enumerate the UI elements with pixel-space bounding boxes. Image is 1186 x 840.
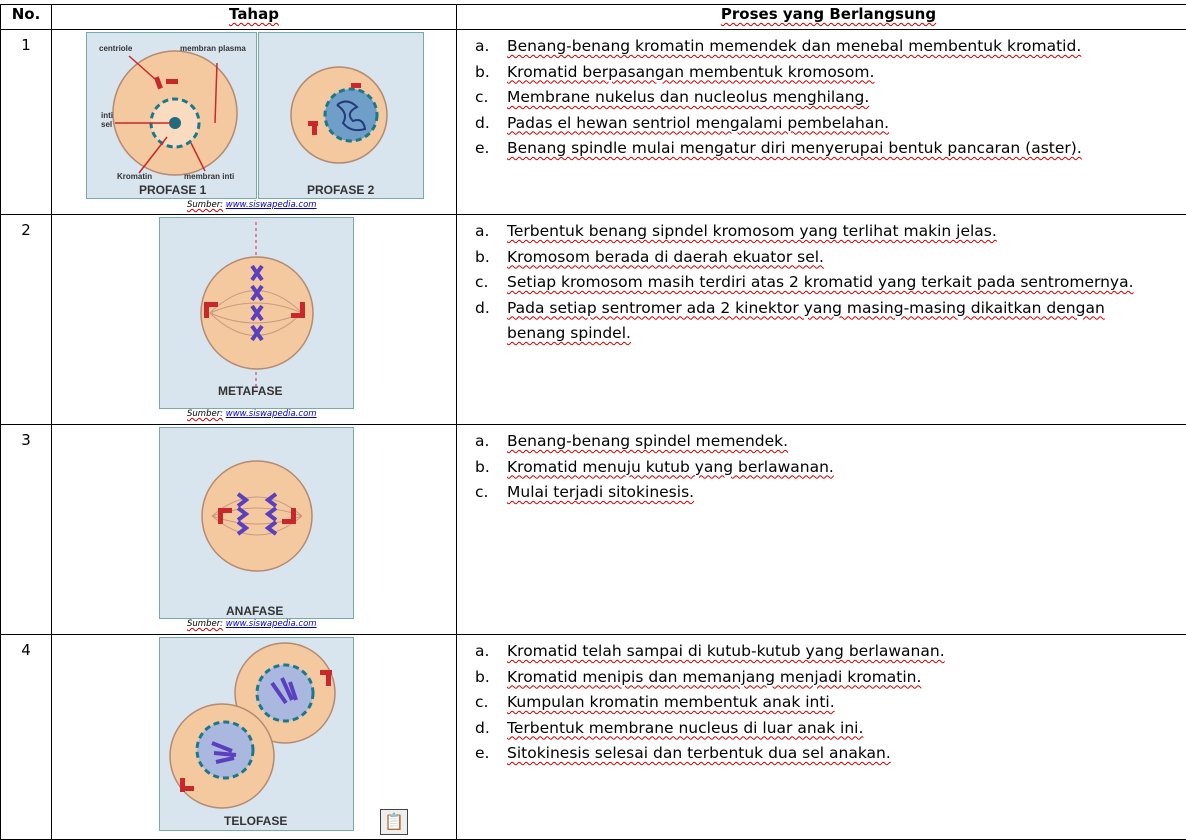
clipboard-icon[interactable]: 📋 xyxy=(380,809,408,835)
list-item: b.Kromatid menuju kutub yang berlawanan. xyxy=(475,455,1186,481)
list-item: b.Kromosom berada di daerah ekuator sel. xyxy=(475,245,1186,271)
profase-2-diagram xyxy=(259,33,423,198)
label-membran-inti: membran inti xyxy=(184,172,234,181)
table-row: 2 METAFASE Sumber: www.siswapedia.com xyxy=(1,215,1186,425)
profase-2-figure: PROFASE 2 xyxy=(258,32,424,199)
label-kromatin: Kromatin xyxy=(117,172,152,181)
list-item: d.Padas el hewan sentriol mengalami pemb… xyxy=(475,111,1186,137)
table-row: 1 centriole membran plasma inti xyxy=(1,30,1186,215)
list-item: b.Kromatid berpasangan membentuk kromoso… xyxy=(475,60,1186,86)
telofase-diagram xyxy=(160,638,353,830)
mitosis-table: No. Tahap Proses yang Berlangsung 1 xyxy=(0,4,1186,840)
figure-caption: ANAFASE xyxy=(226,604,283,618)
label-membran-plasma: membran plasma xyxy=(180,44,246,53)
list-item: d.Terbentuk membrane nucleus di luar ana… xyxy=(475,716,1186,742)
metafase-diagram xyxy=(160,218,353,408)
list-item: a.Benang-benang kromatin memendek dan me… xyxy=(475,34,1186,60)
source-label: Sumber: xyxy=(187,619,223,629)
row-number: 2 xyxy=(1,215,52,425)
list-item: e.Benang spindle mulai mengatur diri men… xyxy=(475,136,1186,162)
source-label: Sumber: xyxy=(187,200,223,210)
list-item: b.Kromatid menipis dan memanjang menjadi… xyxy=(475,665,1186,691)
stage-figure-cell: TELOFASE 📋 xyxy=(52,635,457,840)
figure-caption: PROFASE 1 xyxy=(139,183,206,197)
anafase-figure: ANAFASE xyxy=(159,427,354,619)
list-item: d.Pada setiap sentromer ada 2 kinektor y… xyxy=(475,296,1186,347)
header-process: Proses yang Berlangsung xyxy=(457,5,1186,30)
figure-caption: PROFASE 2 xyxy=(307,183,374,197)
stage-figure-cell: centriole membran plasma inti sel Kromat… xyxy=(52,30,457,215)
row-number: 1 xyxy=(1,30,52,215)
process-cell: a.Benang-benang spindel memendek. b.Krom… xyxy=(457,425,1186,635)
list-item: e.Sitokinesis selesai dan terbentuk dua … xyxy=(475,741,1186,767)
table-row: 4 TELOFASE 📋 xyxy=(1,635,1186,840)
list-item: c.Membrane nukelus dan nucleolus menghil… xyxy=(475,85,1186,111)
header-row: No. Tahap Proses yang Berlangsung xyxy=(1,5,1186,30)
figure-caption: METAFASE xyxy=(218,384,282,398)
list-item: c.Mulai terjadi sitokinesis. xyxy=(475,480,1186,506)
source-credit: Sumber: www.siswapedia.com xyxy=(187,619,317,629)
source-label: Sumber: xyxy=(187,409,223,419)
source-credit: Sumber: www.siswapedia.com xyxy=(187,409,317,419)
source-link[interactable]: www.siswapedia.com xyxy=(226,619,317,629)
row-number: 3 xyxy=(1,425,52,635)
stage-figure-cell: METAFASE Sumber: www.siswapedia.com xyxy=(52,215,457,425)
row-number: 4 xyxy=(1,635,52,840)
process-cell: a.Terbentuk benang sipndel kromosom yang… xyxy=(457,215,1186,425)
list-item: a.Benang-benang spindel memendek. xyxy=(475,429,1186,455)
source-link[interactable]: www.siswapedia.com xyxy=(226,200,317,210)
list-item: a.Kromatid telah sampai di kutub-kutub y… xyxy=(475,639,1186,665)
anafase-diagram xyxy=(160,428,353,618)
telofase-figure: TELOFASE xyxy=(159,637,354,831)
process-cell: a.Benang-benang kromatin memendek dan me… xyxy=(457,30,1186,215)
list-item: a.Terbentuk benang sipndel kromosom yang… xyxy=(475,219,1186,245)
metafase-figure: METAFASE xyxy=(159,217,354,409)
profase-1-figure: centriole membran plasma inti sel Kromat… xyxy=(86,32,257,199)
list-item: c.Kumpulan kromatin membentuk anak inti. xyxy=(475,690,1186,716)
label-sel: sel xyxy=(101,120,112,129)
source-link[interactable]: www.siswapedia.com xyxy=(226,409,317,419)
label-inti: inti xyxy=(101,111,113,120)
stage-figure-cell: ANAFASE Sumber: www.siswapedia.com xyxy=(52,425,457,635)
header-no: No. xyxy=(1,5,52,30)
list-item: c.Setiap kromosom masih terdiri atas 2 k… xyxy=(475,270,1186,296)
process-cell: a.Kromatid telah sampai di kutub-kutub y… xyxy=(457,635,1186,840)
figure-caption: TELOFASE xyxy=(224,814,287,828)
label-centriole: centriole xyxy=(99,44,132,53)
table-row: 3 ANAFASE Sumber: www.siswapedia.com xyxy=(1,425,1186,635)
header-stage: Tahap xyxy=(52,5,457,30)
source-credit: Sumber: www.siswapedia.com xyxy=(187,200,317,210)
